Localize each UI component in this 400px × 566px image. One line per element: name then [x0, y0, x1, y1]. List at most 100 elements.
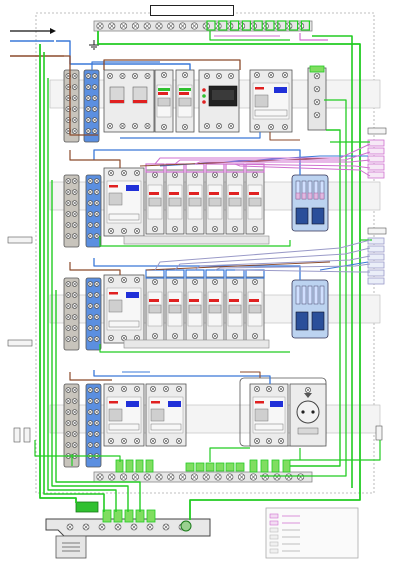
screw-slot [269, 125, 273, 129]
busbar-comb [123, 339, 270, 349]
screw-slot [73, 85, 77, 89]
screw-slot [173, 334, 177, 338]
screw-slot [109, 387, 113, 391]
earth-wire [99, 236, 291, 247]
right-signal-tag [367, 261, 385, 269]
screw-slot [73, 234, 77, 238]
rcbo-test-window [108, 213, 140, 221]
relay-coil [295, 207, 309, 225]
screw-slot [122, 171, 126, 175]
screw-slot [279, 439, 283, 443]
signal-wire [174, 247, 371, 271]
earth-clamp [102, 509, 112, 523]
screw-slot [66, 96, 70, 100]
screw-slot [86, 129, 90, 133]
screw-slot [66, 234, 70, 238]
screw-slot [215, 474, 221, 480]
screw-slot [315, 100, 319, 104]
screw-slot [233, 334, 237, 338]
screw-slot [156, 23, 162, 29]
screw-slot [86, 96, 90, 100]
earth-terminal-marker [289, 20, 299, 31]
earth-clamp [125, 459, 134, 473]
breaker-red-flag [209, 192, 219, 195]
screw-slot [147, 524, 153, 530]
neutral-wire [93, 370, 271, 384]
screw-slot [173, 173, 177, 177]
screw-slot [86, 118, 90, 122]
earth-clamp [282, 459, 291, 473]
earth-wire [290, 129, 341, 467]
socket-pin-hole [301, 410, 305, 414]
screw-slot [120, 74, 125, 78]
earth-wire [34, 440, 121, 462]
screw-slot [168, 474, 173, 480]
screw-slot [162, 73, 166, 77]
busbar-comb [123, 235, 270, 245]
screw-slot [108, 124, 112, 128]
screw-slot [88, 421, 92, 425]
socket-earth-marker [304, 393, 312, 398]
screw-slot [73, 388, 77, 392]
earth-terminal-marker [300, 20, 310, 31]
right-control-tag [367, 147, 385, 155]
relay-marker [307, 192, 313, 200]
title-box [150, 5, 234, 16]
right-control-tag [367, 171, 385, 179]
earth-clamp [146, 509, 156, 523]
surge-green-flag [158, 88, 170, 91]
screw-slot [135, 439, 139, 443]
left-label-tag [7, 236, 33, 244]
legend-swatch [269, 513, 279, 519]
earth-wire [209, 31, 290, 41]
relay-contact [313, 285, 319, 305]
screw-slot [109, 23, 114, 29]
breaker-red-flag [229, 192, 239, 195]
screw-slot [88, 223, 92, 227]
surge-green-flag [179, 88, 191, 91]
screw-slot [153, 334, 157, 338]
breaker-toggle [248, 197, 262, 207]
screw-slot [66, 190, 70, 194]
screw-slot [95, 315, 99, 319]
breaker-toggle [188, 304, 202, 314]
meter-led-red [202, 88, 206, 92]
relay-marker [295, 192, 301, 200]
screw-slot [95, 179, 99, 183]
screw-slot [93, 96, 97, 100]
screw-slot [233, 173, 237, 177]
screw-slot [193, 280, 197, 284]
screw-slot [279, 387, 283, 391]
screw-slot [95, 201, 99, 205]
breaker-red-flag [158, 92, 168, 95]
rcbo-toggle [108, 192, 123, 206]
screw-slot [66, 315, 70, 319]
earth-terminal-marker [241, 20, 251, 31]
earth-clamp [235, 462, 245, 472]
screw-slot [73, 96, 77, 100]
breaker-red-flag [189, 192, 199, 195]
screw-slot [95, 432, 99, 436]
legend-box [265, 507, 359, 559]
earth-wire [47, 78, 117, 512]
screw-slot [95, 443, 99, 447]
screw-slot [66, 201, 70, 205]
screw-slot [73, 432, 77, 436]
screw-slot [233, 227, 237, 231]
screw-slot [66, 293, 70, 297]
screw-slot [73, 326, 77, 330]
right-control-tag [367, 163, 385, 171]
breaker-toggle [228, 304, 242, 314]
screw-slot [193, 334, 197, 338]
earth-wire [260, 99, 347, 477]
breaker-red-flag [149, 299, 159, 302]
screw-slot [88, 315, 92, 319]
screw-slot [73, 107, 77, 111]
control-wire-clip [245, 163, 265, 173]
rcbo-red-mark [255, 87, 264, 90]
screw-slot [217, 74, 221, 78]
screw-slot [73, 304, 77, 308]
rcbo-blue-button [168, 401, 181, 407]
legend-swatch [269, 534, 279, 540]
